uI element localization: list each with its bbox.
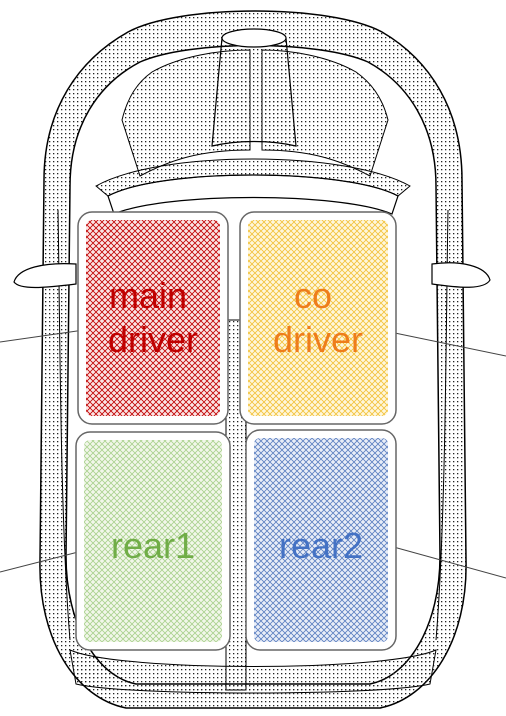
seat-rear2: rear2 <box>245 429 397 651</box>
right-mirror <box>431 262 491 288</box>
seat-main-driver: main driver <box>77 211 229 425</box>
seat-label-main-driver: main driver <box>108 275 198 360</box>
seat-label-rear2: rear2 <box>279 525 363 566</box>
seat-label-co-driver: co driver <box>273 275 363 360</box>
left-mirror <box>13 263 77 289</box>
seat-co-driver: co driver <box>239 211 397 425</box>
seat-rear1: rear1 <box>75 431 231 651</box>
seat-label-rear1: rear1 <box>111 525 195 566</box>
leader-lines <box>0 329 506 579</box>
